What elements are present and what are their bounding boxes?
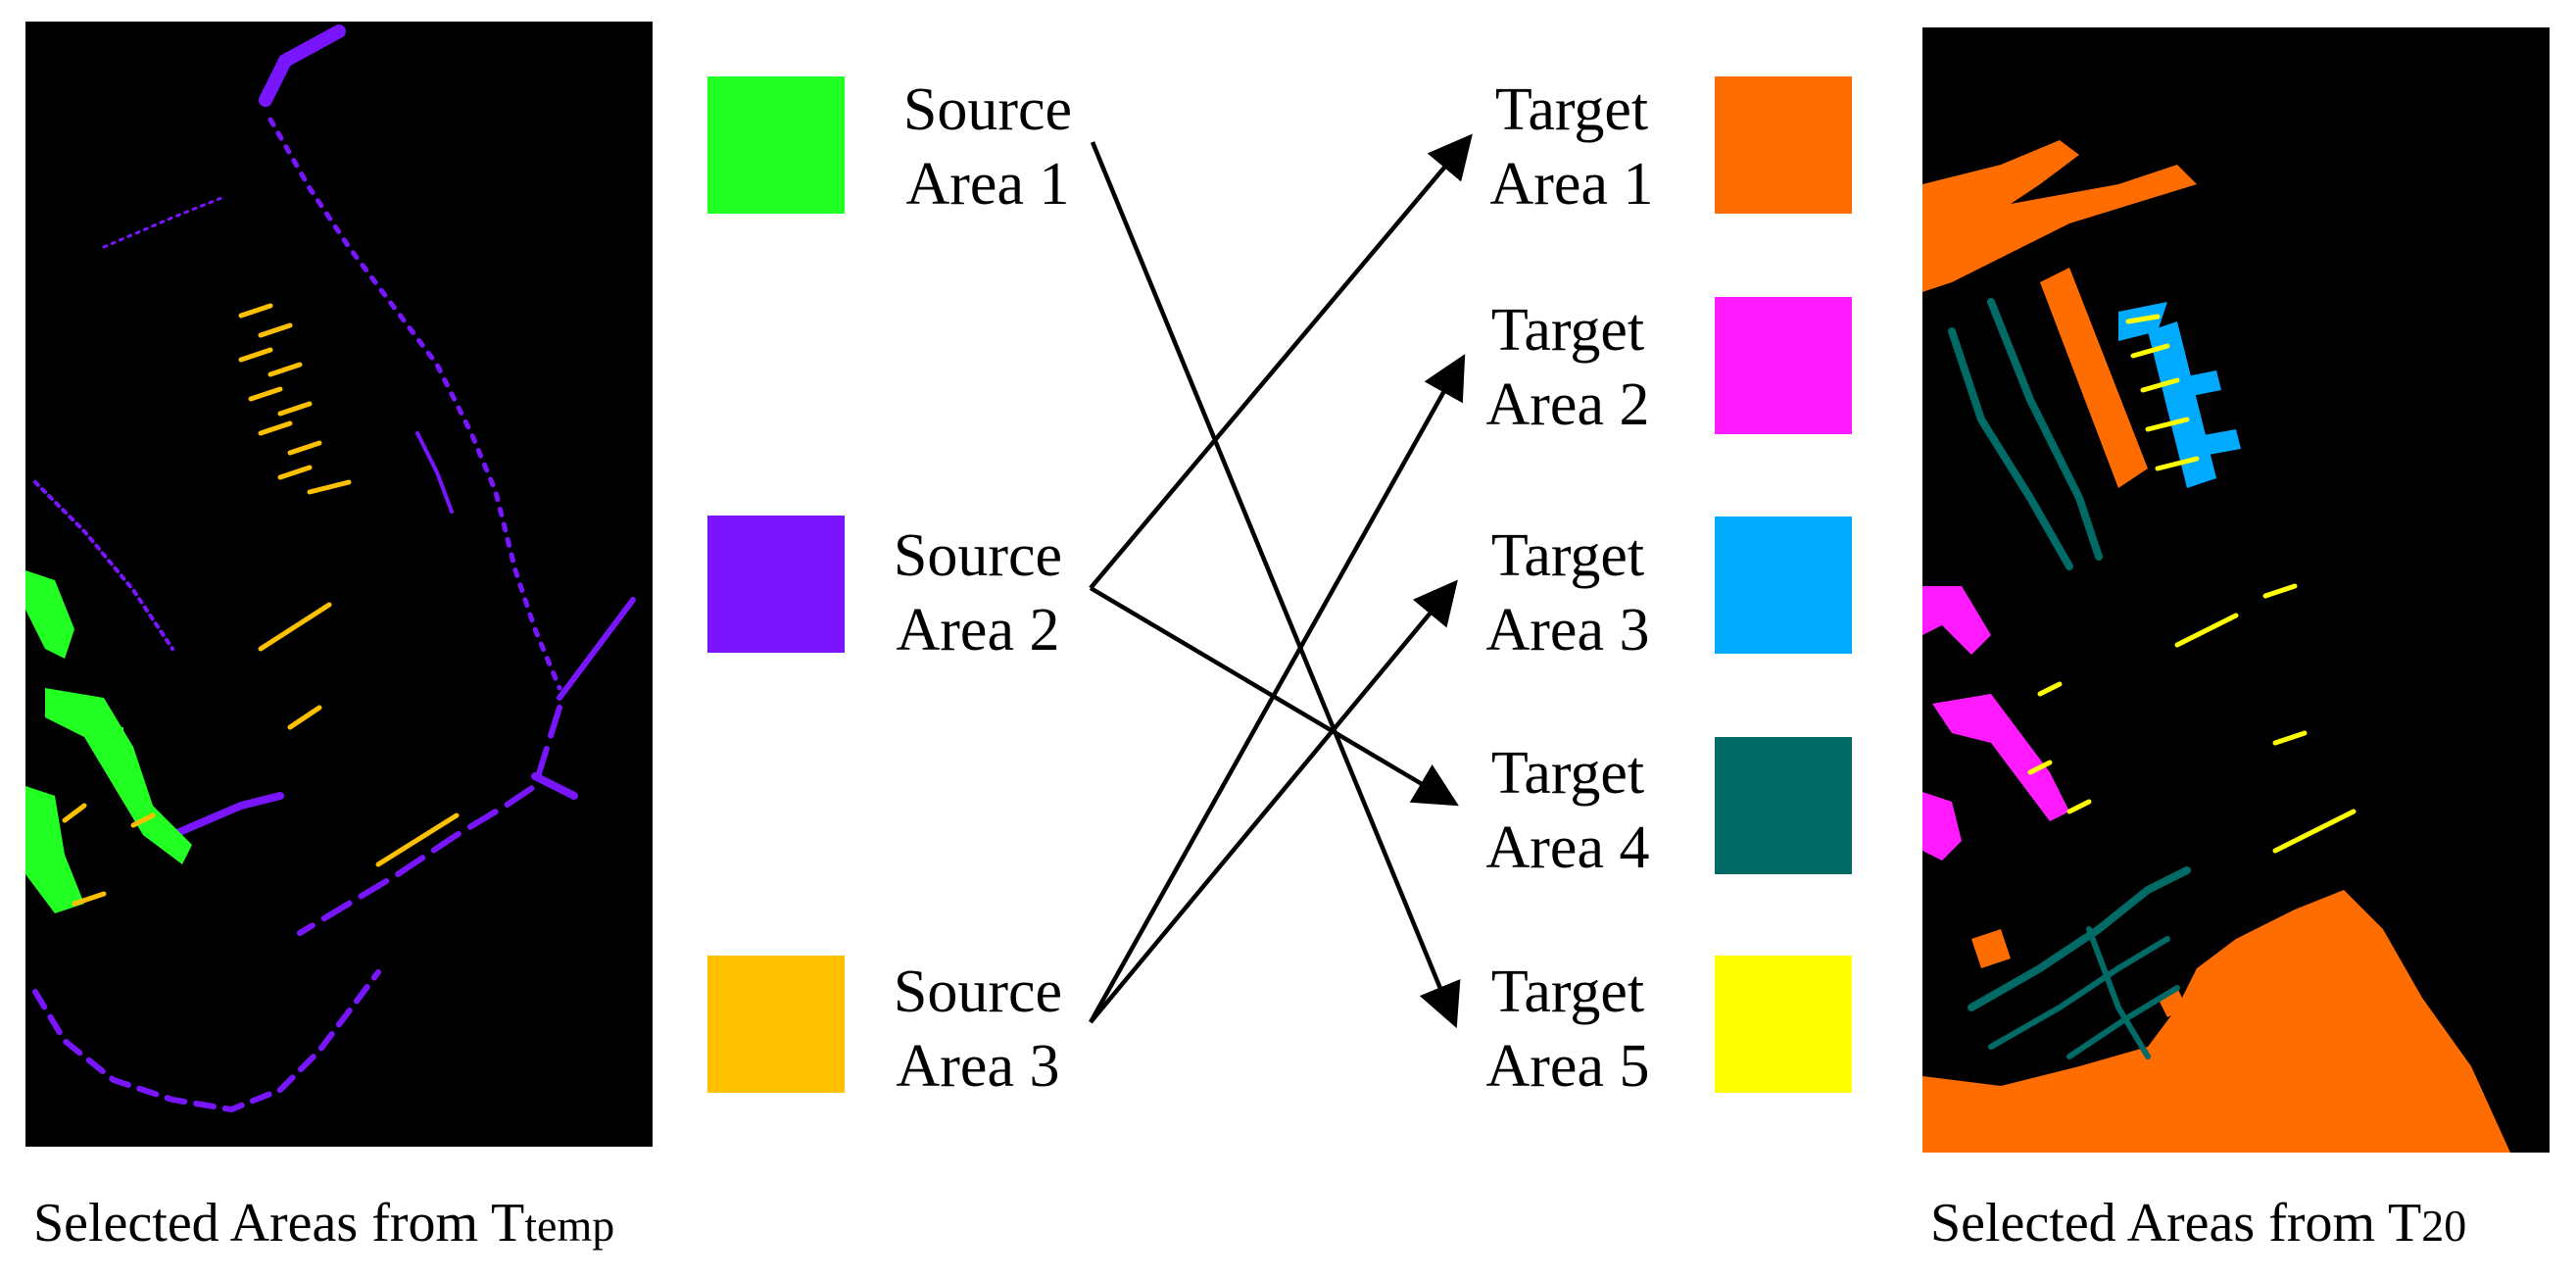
arrow-source2-to-target4 [1089,586,1459,807]
target-area-2-swatch [1715,297,1852,434]
left-map-caption: Selected Areas from Ttemp [33,1193,615,1254]
arrow-source3-to-target2 [1089,354,1466,1024]
source-area-2-swatch [707,516,845,653]
source-area-1-swatch [707,76,845,214]
arrow-source2-to-target1 [1089,133,1473,590]
right-target-map [1922,27,2550,1153]
arrow-source1-to-target5 [1090,141,1461,1029]
right-map-caption: Selected Areas from T20 [1930,1193,2467,1254]
target-area-1-swatch [1715,76,1852,214]
target-area-3-swatch [1715,517,1852,654]
target-area-4-swatch [1715,737,1852,874]
left-source-map [25,22,653,1147]
arrow-source3-to-target3 [1089,579,1458,1024]
source-area-3-swatch [707,956,845,1093]
target-area-5-swatch [1715,956,1852,1093]
